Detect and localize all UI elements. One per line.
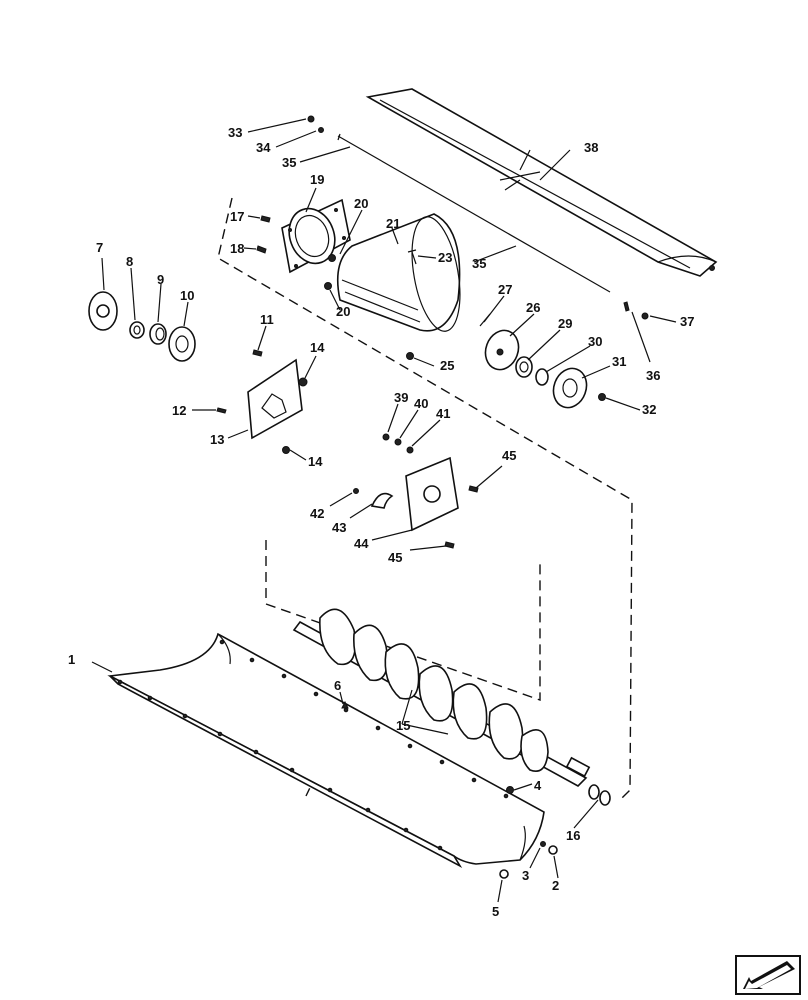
callout-36: 36 — [646, 368, 660, 383]
callout-labels: 1 2 3 4 5 6 7 8 9 10 11 12 13 14 14 15 1… — [68, 125, 694, 919]
bearing-flange — [168, 326, 196, 362]
callout-9: 9 — [157, 272, 164, 287]
callout-4: 4 — [534, 778, 542, 793]
previous-page-button[interactable] — [735, 955, 801, 995]
callout-43: 43 — [332, 520, 346, 535]
previous-page-arrow-icon — [735, 955, 801, 995]
washer — [394, 438, 402, 446]
callout-23: 23 — [438, 250, 452, 265]
center-side-plate — [405, 456, 459, 532]
callout-44: 44 — [354, 536, 369, 551]
callout-32: 32 — [642, 402, 656, 417]
bearing-flange-plate-right — [484, 329, 520, 371]
nut — [307, 115, 315, 123]
screw — [407, 249, 417, 265]
callout-31: 31 — [612, 354, 626, 369]
callout-3: 3 — [522, 868, 529, 883]
flange-plate — [88, 291, 118, 331]
callout-41: 41 — [436, 406, 450, 421]
nut — [406, 352, 414, 360]
nut — [548, 845, 558, 855]
callout-18: 18 — [230, 241, 244, 256]
callout-19: 19 — [310, 172, 324, 187]
bolt-head — [499, 869, 509, 879]
top-cover-panel — [365, 88, 718, 277]
callout-10: 10 — [180, 288, 194, 303]
callout-40: 40 — [414, 396, 428, 411]
nut — [641, 312, 649, 320]
bolt — [623, 301, 630, 312]
side-plate — [247, 358, 303, 440]
nut — [382, 433, 390, 441]
bolt — [260, 215, 271, 223]
callout-15: 15 — [396, 718, 410, 733]
bearing-flange-plate — [281, 198, 351, 274]
callout-39: 39 — [394, 390, 408, 405]
nut — [598, 393, 606, 401]
leader-lines — [91, 118, 677, 903]
callout-6: 6 — [334, 678, 341, 693]
callout-5: 5 — [492, 904, 499, 919]
callout-14b: 14 — [308, 454, 323, 469]
callout-2: 2 — [552, 878, 559, 893]
callout-27: 27 — [498, 282, 512, 297]
callout-25: 25 — [440, 358, 454, 373]
callout-35b: 35 — [472, 256, 486, 271]
callout-7: 7 — [96, 240, 103, 255]
callout-20b: 20 — [336, 304, 350, 319]
callout-42: 42 — [310, 506, 324, 521]
auger — [292, 608, 591, 787]
bolt — [341, 700, 349, 709]
callout-20a: 20 — [354, 196, 368, 211]
callout-34: 34 — [256, 140, 271, 155]
callout-17: 17 — [230, 209, 244, 224]
callout-26: 26 — [526, 300, 540, 315]
callout-45a: 45 — [502, 448, 516, 463]
callout-45b: 45 — [388, 550, 402, 565]
callout-1: 1 — [68, 652, 75, 667]
rod — [337, 133, 611, 293]
bearing — [149, 323, 167, 345]
assembly-dashed-line — [217, 197, 633, 801]
bolt — [252, 349, 263, 357]
nut — [328, 254, 336, 262]
callout-21: 21 — [386, 216, 400, 231]
nut — [406, 446, 414, 454]
callout-38: 38 — [584, 140, 598, 155]
drum-sleeve — [336, 213, 461, 332]
auger-trough — [107, 632, 545, 869]
bearing-right — [515, 356, 533, 378]
bolt — [256, 245, 267, 254]
bearing-collar-right — [535, 368, 549, 386]
nut — [298, 377, 308, 387]
nut — [324, 282, 332, 290]
callout-8: 8 — [126, 254, 133, 269]
callout-35a: 35 — [282, 155, 296, 170]
callout-11: 11 — [260, 312, 274, 327]
washer-pair — [588, 784, 611, 806]
callout-37: 37 — [680, 314, 694, 329]
washer — [540, 841, 546, 847]
half-washer — [370, 492, 394, 509]
bearing-flange-right — [552, 367, 588, 409]
callout-30: 30 — [588, 334, 602, 349]
callout-14a: 14 — [310, 340, 325, 355]
callout-16: 16 — [566, 828, 580, 843]
washer — [318, 127, 324, 133]
callout-33: 33 — [228, 125, 242, 140]
nut — [282, 446, 290, 454]
nut — [506, 786, 514, 794]
bearing-collar — [129, 321, 145, 339]
bolt — [444, 541, 455, 549]
bolt — [216, 407, 227, 414]
nut — [353, 488, 359, 494]
callout-12: 12 — [172, 403, 186, 418]
callout-13: 13 — [210, 432, 224, 447]
callout-29: 29 — [558, 316, 572, 331]
